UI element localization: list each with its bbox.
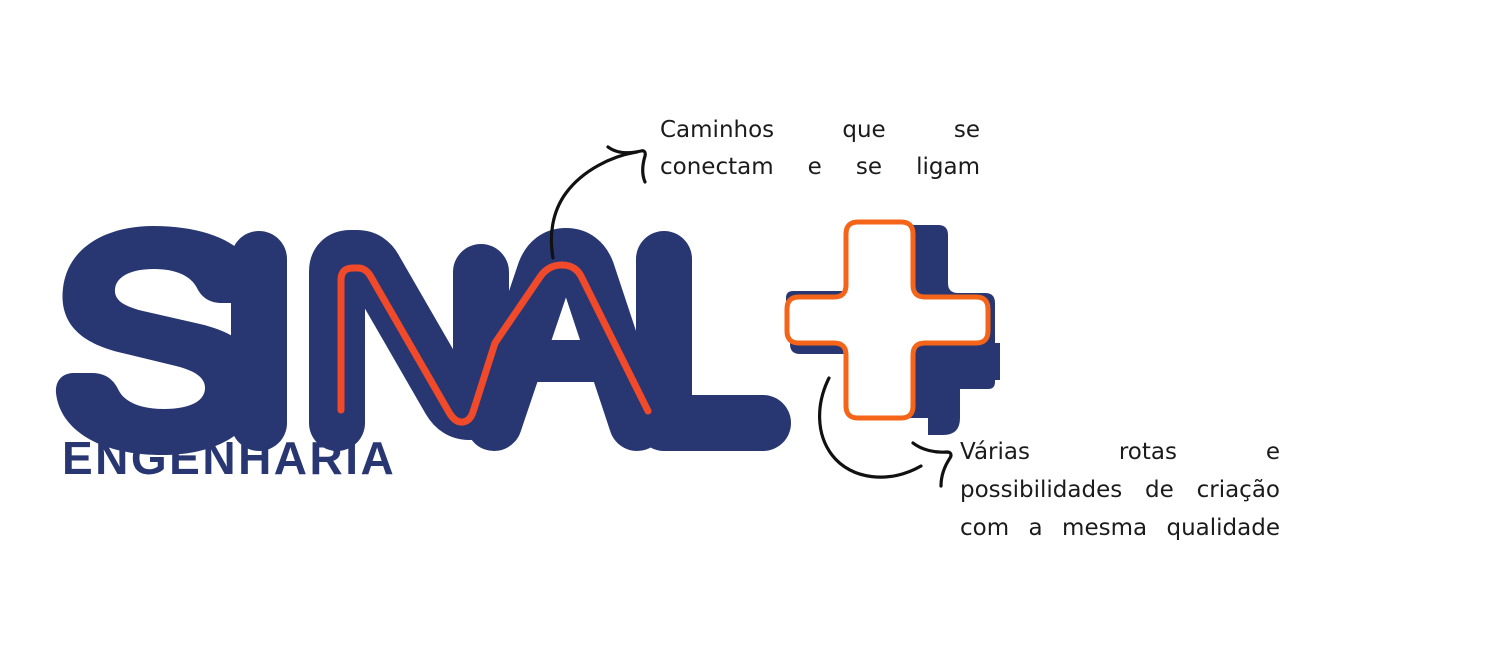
plus-cross-icon xyxy=(784,219,1000,435)
annotation-line: possibilidades de criação xyxy=(960,477,1280,503)
letter-S xyxy=(55,226,261,455)
plus-navy-bars xyxy=(786,227,1000,435)
letter-I xyxy=(231,231,287,451)
curved-arrow-icon-bottom xyxy=(818,376,953,488)
tagline-text: ENGENHARIA xyxy=(62,432,397,484)
plus-navy-solid xyxy=(790,225,995,418)
tagline-engenharia: ENGENHARIA xyxy=(62,435,396,481)
annotation-line: Várias rotas e xyxy=(960,439,1280,465)
annotation-line: com a mesma qualidade xyxy=(960,515,1280,541)
annotation-line: Caminhos que se xyxy=(660,117,980,143)
letter-L xyxy=(636,231,791,451)
plus-orange-outline xyxy=(784,219,991,421)
annotation-line: conectam e se ligam xyxy=(660,154,980,180)
curved-arrow-icon-top xyxy=(549,145,647,260)
route-line xyxy=(337,261,652,426)
annotation-routes-possibilities: Várias rotas e possibilidades de criação… xyxy=(960,433,1280,547)
annotation-paths-connect: Caminhos que se conectam e se ligam xyxy=(660,112,980,186)
